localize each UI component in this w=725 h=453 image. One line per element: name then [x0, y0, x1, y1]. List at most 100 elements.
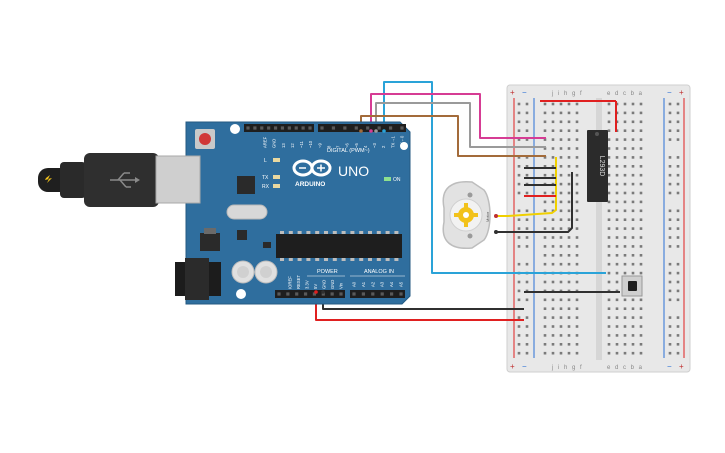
rail-hole [668, 138, 672, 141]
breadboard-hole [543, 325, 547, 328]
breadboard-hole [567, 191, 571, 195]
breadboard-hole [575, 165, 579, 168]
breadboard-hole [567, 334, 571, 337]
breadboard-hole [639, 191, 643, 195]
rail-hole [676, 156, 680, 159]
rail-hole [517, 245, 521, 248]
small-chip [237, 230, 247, 240]
breadboard-hole [631, 343, 635, 346]
rail-hole [517, 334, 521, 337]
breadboard-hole [575, 129, 579, 132]
power-header-label: POWER [317, 269, 338, 275]
wire-blue[interactable] [383, 81, 606, 274]
wire-pink[interactable] [370, 93, 546, 139]
breadboard-hole [543, 147, 547, 150]
analog-header-label: ANALOG IN [364, 269, 394, 275]
breadboard-hole [639, 271, 643, 275]
chip-pin [394, 231, 399, 234]
breadboard-hole [631, 271, 635, 275]
rail-hole [517, 120, 521, 124]
header-hole [377, 126, 381, 130]
digital-pin-label: ~9 [317, 143, 322, 148]
header-hole [253, 126, 257, 130]
status-leds: L TX RX ON [262, 158, 401, 190]
rail-hole [668, 218, 672, 221]
rail-hole [676, 289, 680, 293]
rail-hole [676, 165, 680, 168]
breadboard-hole [615, 298, 619, 302]
rail-hole [668, 111, 672, 115]
breadboard-hole [543, 254, 547, 257]
dc-motor[interactable]: Motor [442, 180, 498, 250]
breadboard-hole [551, 200, 555, 204]
header-hole [399, 292, 403, 296]
header-hole [286, 292, 290, 296]
breadboard-hole [607, 120, 611, 124]
header-hole [246, 126, 250, 130]
rail-hole [525, 280, 529, 284]
breadboard-hole [559, 182, 563, 186]
breadboard-hole [631, 191, 635, 195]
rail-hole [517, 191, 521, 195]
breadboard[interactable]: + − − + + − − + j i h g f e d c b a j i … [506, 84, 691, 373]
breadboard-hole [575, 156, 579, 159]
breadboard-hole [559, 262, 563, 266]
breadboard-hole [623, 173, 627, 177]
rail-hole [525, 227, 529, 230]
breadboard-hole [543, 316, 547, 319]
rail-hole [517, 111, 521, 115]
breadboard-hole [559, 173, 563, 177]
push-button[interactable] [621, 275, 643, 297]
rail-hole [676, 236, 680, 239]
breadboard-hole [639, 298, 643, 302]
breadboard-hole [551, 307, 555, 310]
wire-brown[interactable] [360, 115, 546, 157]
breadboard-hole [615, 316, 619, 319]
breadboard-hole [567, 316, 571, 319]
wire-yellow-motor[interactable] [496, 157, 557, 217]
breadboard-hole [551, 191, 555, 195]
breadboard-hole [623, 307, 627, 310]
breadboard-hole [551, 156, 555, 159]
wire-grey[interactable] [375, 102, 546, 148]
breadboard-hole [559, 111, 563, 115]
rail-hole [525, 343, 529, 346]
reset-button[interactable] [199, 133, 211, 145]
breadboard-hole [567, 200, 571, 204]
breadboard-hole [567, 209, 571, 213]
wire-end-black [321, 290, 325, 294]
breadboard-hole [567, 120, 571, 124]
header-hole [354, 126, 358, 130]
breadboard-hole [639, 254, 643, 257]
header-hole [294, 126, 298, 130]
rail-hole [525, 245, 529, 248]
breadboard-hole [639, 351, 643, 355]
breadboard-hole [559, 254, 563, 257]
header-hole [331, 126, 336, 130]
breadboard-hole [567, 218, 571, 221]
led-tx [273, 175, 280, 179]
breadboard-hole [551, 209, 555, 213]
breadboard-hole [615, 218, 619, 221]
wire-black-motor[interactable] [496, 172, 573, 233]
column-letters-top-right: e d c b a [607, 91, 644, 97]
chip-pin [368, 258, 372, 261]
l293d-chip[interactable]: L293D [587, 130, 608, 202]
rail-hole [525, 165, 529, 168]
breadboard-hole [607, 129, 611, 132]
breadboard-hole [567, 236, 571, 239]
rail-hole [668, 298, 672, 302]
breadboard-hole [543, 280, 547, 284]
breadboard-hole [639, 111, 643, 115]
breadboard-hole [543, 111, 547, 115]
rail-hole [525, 262, 529, 266]
breadboard-hole [639, 182, 643, 186]
chip-pin [306, 231, 311, 234]
breadboard-hole [623, 191, 627, 195]
rail-hole [668, 316, 672, 319]
breadboard-hole [551, 111, 555, 115]
rail-hole [676, 343, 680, 346]
